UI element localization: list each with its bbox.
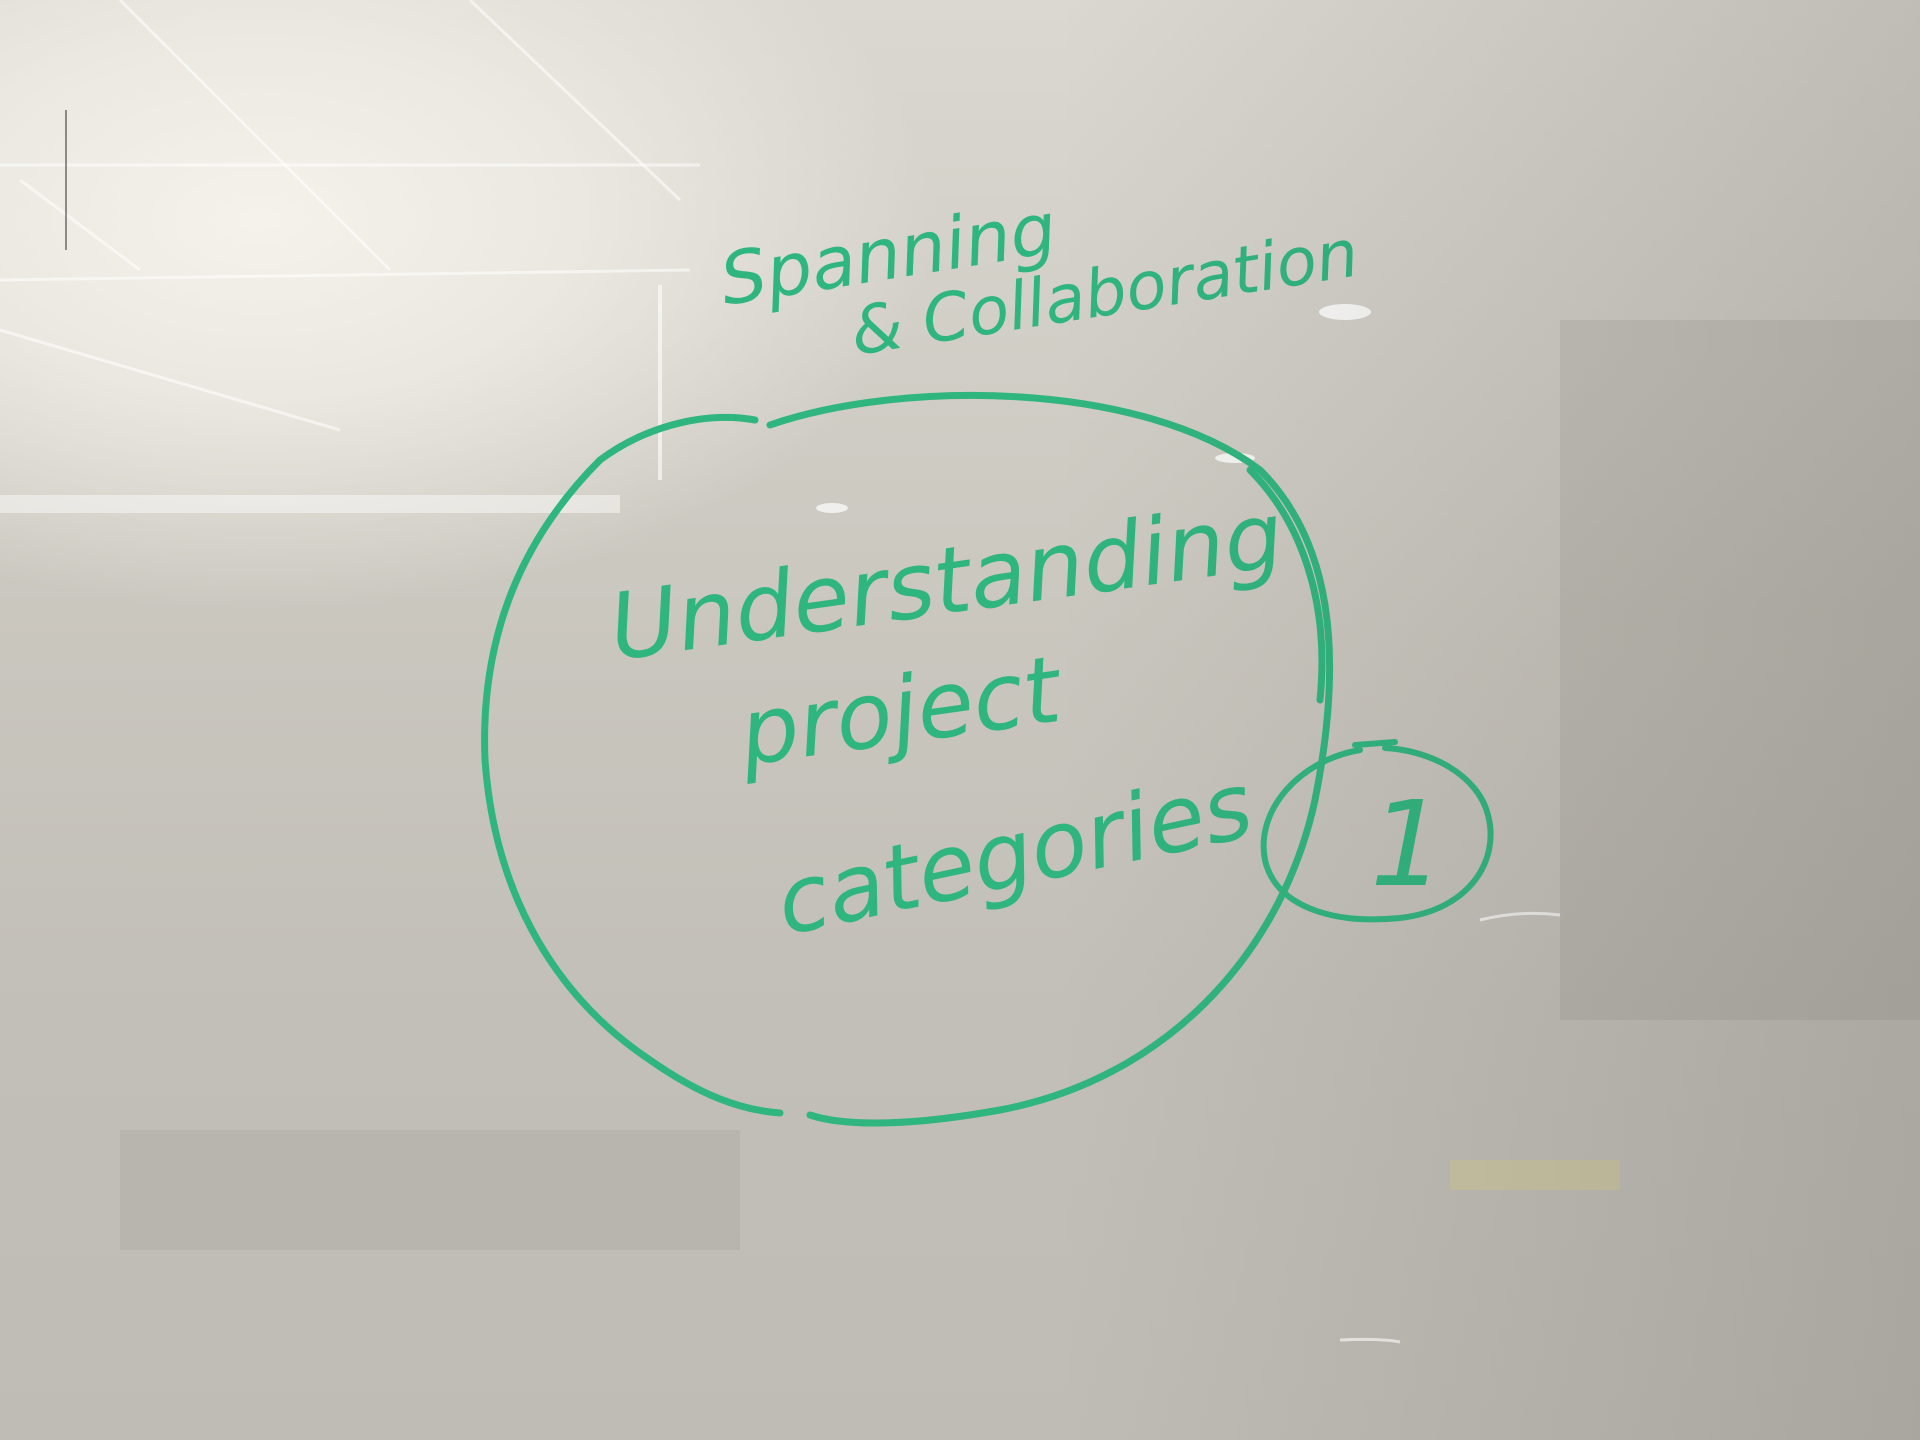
main-circle-stroke	[481, 392, 1334, 1127]
badge-number: 1	[1370, 775, 1445, 913]
badge-circle-stroke	[1260, 739, 1494, 923]
circle-line-3: categories	[767, 752, 1261, 957]
